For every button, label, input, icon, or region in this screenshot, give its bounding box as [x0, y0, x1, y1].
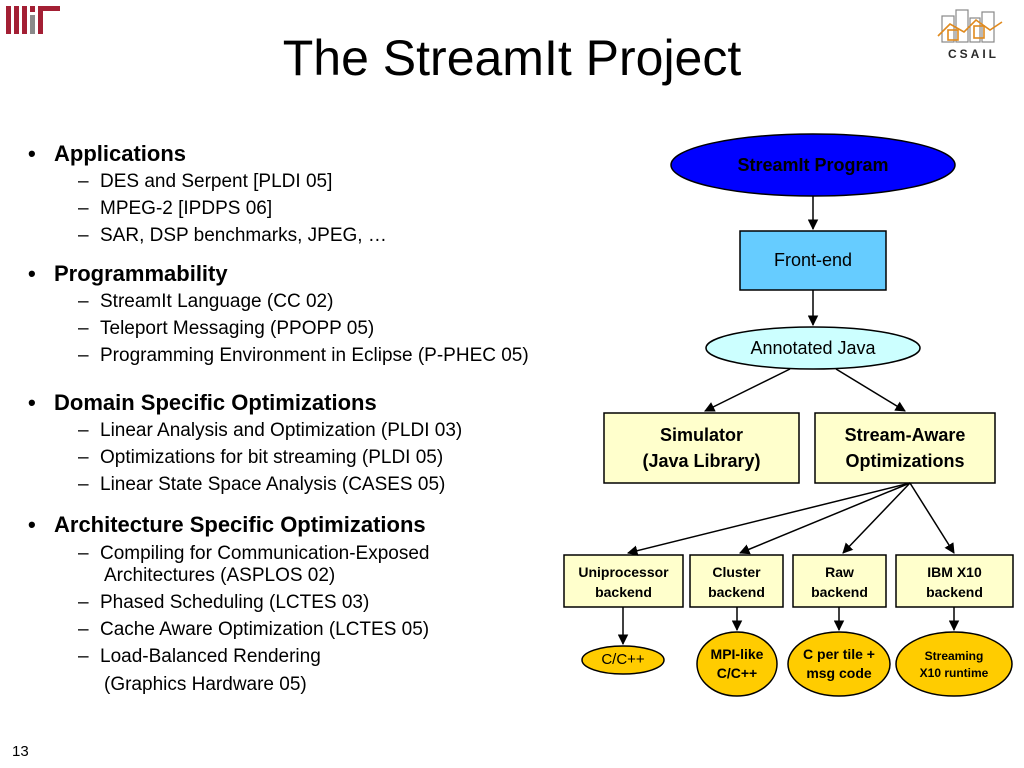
list-item: –SAR, DSP benchmarks, JPEG, …: [78, 225, 387, 246]
bullet-programmability: •Programmability: [28, 261, 228, 286]
bullet-architecture-specific: •Architecture Specific Optimizations: [28, 512, 426, 537]
front-end-label: Front-end: [773, 250, 853, 270]
bullet-applications: •Applications: [28, 141, 187, 166]
list-item: –DES and Serpent [PLDI 05]: [78, 171, 333, 192]
streamit-program-label: StreamIt Program: [737, 154, 889, 175]
tile-output-label: C per tile +msg code: [803, 646, 875, 681]
x10-output-node: [895, 631, 1013, 697]
slide-title: The StreamIt Project: [282, 30, 742, 86]
cpp-output-label: C/C++: [601, 651, 645, 668]
list-item: –StreamIt Language (CC 02): [78, 291, 334, 312]
list-item: –Linear Analysis and Optimization (PLDI …: [78, 420, 463, 441]
annotated-java-node: [705, 326, 921, 370]
bullet-heading: Domain Specific Optimizations: [54, 390, 377, 415]
arrow: [842, 482, 911, 554]
bullet-heading: Architecture Specific Optimizations: [54, 512, 426, 537]
page-number: 13: [12, 743, 29, 760]
list-item: –MPEG-2 [IPDPS 06]: [78, 198, 273, 219]
list-item-continuation: Architectures (ASPLOS 02): [104, 565, 336, 586]
list-item: –Load-Balanced Rendering: [78, 646, 321, 667]
list-item: –Compiling for Communication-Exposed: [78, 543, 430, 564]
uniprocessor-backend-node: [563, 554, 684, 608]
cluster-backend-node: [689, 554, 784, 608]
arrow: [739, 482, 911, 555]
arrow: [704, 368, 791, 412]
csail-wordmark: CSAIL: [948, 47, 999, 61]
list-item: –Teleport Messaging (PPOPP 05): [78, 318, 375, 339]
list-item-continuation: (Graphics Hardware 05): [104, 674, 307, 695]
mpi-output-node: [696, 631, 778, 697]
front-end-node: [739, 230, 887, 291]
arrow: [626, 482, 911, 556]
arrow: [835, 368, 906, 412]
list-item: –Optimizations for bit streaming (PLDI 0…: [78, 447, 444, 468]
raw-backend-node: [792, 554, 887, 608]
bullet-domain-specific: •Domain Specific Optimizations: [28, 390, 377, 415]
stream-aware-node: [814, 412, 996, 484]
stream-aware-label: Stream-Aware Optimizations: [844, 425, 966, 471]
arrow: [909, 482, 955, 554]
bullet-heading: Programmability: [54, 261, 228, 286]
simulator-label: Simulator (Java Library): [642, 425, 761, 471]
list-item: –Programming Environment in Eclipse (P-P…: [78, 345, 529, 366]
simulator-node: [603, 412, 800, 484]
csail-logo: [937, 9, 1003, 43]
list-item: –Cache Aware Optimization (LCTES 05): [78, 619, 430, 640]
annotated-java-label: Annotated Java: [750, 337, 876, 358]
cpp-output-node: [581, 645, 665, 675]
mit-logo: [6, 6, 60, 34]
bullet-heading: Applications: [54, 141, 187, 166]
list-item: –Phased Scheduling (LCTES 03): [78, 592, 370, 613]
list-item: –Linear State Space Analysis (CASES 05): [78, 474, 446, 495]
tile-output-node: [787, 631, 891, 697]
